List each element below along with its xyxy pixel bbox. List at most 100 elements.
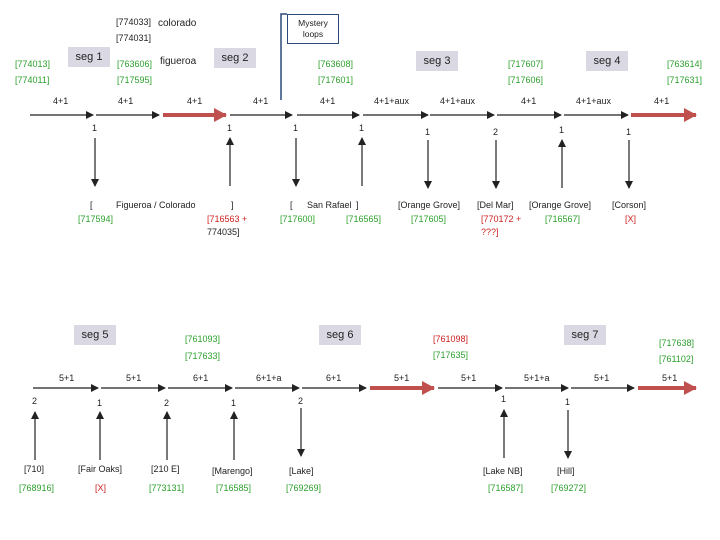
segment-label: seg 3 [416,51,458,71]
boundary-id: [717601] [318,75,354,85]
node-number: 1 [293,123,299,133]
boundary-id: [763614] [667,59,703,69]
node-number: 1 [559,125,565,135]
boundary-id: [717607] [508,59,544,69]
ramp-label: [210 E] [151,464,180,474]
ramp-id: [X] [625,214,637,224]
boundary-id: [763608] [318,59,354,69]
ramp-id: [716587] [488,483,524,493]
boundary-id: [717595] [117,75,153,85]
boundary-id: [717633] [185,351,221,361]
mystery-loops-box: Mystery loops [287,14,339,44]
ramp-label: Figueroa / Colorado [116,200,196,210]
node-number: 2 [164,398,170,408]
boundary-id: [763606] [117,59,153,69]
lane-count: 4+1 [320,96,336,106]
lane-count: 4+1 [187,96,203,106]
lane-count: 4+1 [654,96,670,106]
ramp-id: [717605] [411,214,447,224]
ramp-id: [716567] [545,214,581,224]
lane-count: 4+1 [53,96,69,106]
boundary-id: [761098] [433,334,469,344]
ramp-label: [710] [24,464,45,474]
ramp-label: [Lake] [289,466,314,476]
ramp-id: 774035] [207,227,240,237]
ramp-label: [Hill] [557,466,575,476]
lane-count: 4+1 [253,96,269,106]
ramp-id: [716565] [346,214,382,224]
node-number: 1 [626,127,632,137]
ramp-id: [716563 + [207,214,248,224]
ramp-id: [717594] [78,214,114,224]
lane-count: 6+1 [326,373,342,383]
ramp-label: [ [290,200,293,210]
node-number: 1 [501,394,507,404]
node-number: 1 [231,398,237,408]
ramp-id: [768916] [19,483,55,493]
segment-label: seg 5 [74,325,116,345]
ramp-label: San Rafael [307,200,352,210]
top-note-id: [774031] [116,33,152,43]
lane-count: 4+1 [521,96,537,106]
top-note-figueroa: figueroa [160,56,197,67]
node-number: 1 [425,127,431,137]
ramp-label: ] [356,200,359,210]
segment-label: seg 4 [586,51,628,71]
ramp-id: [770172 + [481,214,522,224]
ramp-id: [769269] [286,483,322,493]
boundary-id: [717631] [667,75,703,85]
boundary-id: [774011] [15,75,50,85]
node-number: 1 [565,397,571,407]
boundary-id: [774013] [15,59,51,69]
mystery-loops-leader [280,13,287,100]
lane-count: 5+1 [662,373,678,383]
top-note-colorado: colorado [158,18,197,29]
row1-ramps [91,137,633,189]
lane-count: 5+1 [594,373,610,383]
top-note-id: [774033] [116,17,152,27]
ramp-id: [773131] [149,483,185,493]
lane-count: 4+1+aux [576,96,612,106]
ramp-label: [Marengo] [212,466,253,476]
ramp-label: [ [90,200,93,210]
boundary-id: [717635] [433,350,469,360]
boundary-id: [761102] [659,354,694,364]
node-number: 1 [227,123,233,133]
ramp-label: [Orange Grove] [529,200,592,210]
ramp-id: [717600] [280,214,316,224]
node-number: 2 [32,396,38,406]
node-number: 2 [298,396,304,406]
boundary-id: [761093] [185,334,221,344]
node-number: 1 [97,398,103,408]
segment-label: seg 2 [214,48,256,68]
ramp-label: [Del Mar] [477,200,514,210]
segment-label: seg 7 [564,325,606,345]
ramp-id: ???] [481,227,499,237]
lane-count: 5+1 [461,373,477,383]
ramp-label: ] [231,200,234,210]
boundary-id: [717606] [508,75,544,85]
lane-count: 4+1+aux [374,96,410,106]
lane-count: 5+1+a [524,373,550,383]
ramp-id: [X] [95,483,107,493]
segment-label: seg 6 [319,325,361,345]
lane-count: 6+1+a [256,373,282,383]
node-number: 2 [493,127,499,137]
node-number: 1 [359,123,365,133]
ramp-label: [Fair Oaks] [78,464,123,474]
ramp-id: [716585] [216,483,252,493]
boundary-id: [717638] [659,338,695,348]
ramp-label: [Orange Grove] [398,200,461,210]
segment-label: seg 1 [68,47,110,67]
ramp-label: [Corson] [612,200,647,210]
ramp-id: [769272] [551,483,587,493]
ramp-label: [Lake NB] [483,466,523,476]
lane-count: 5+1 [59,373,75,383]
node-number: 1 [92,123,98,133]
row2-ramps [31,408,572,460]
lane-count: 5+1 [394,373,410,383]
lane-count: 6+1 [193,373,209,383]
lane-count: 4+1 [118,96,134,106]
lane-count: 4+1+aux [440,96,476,106]
